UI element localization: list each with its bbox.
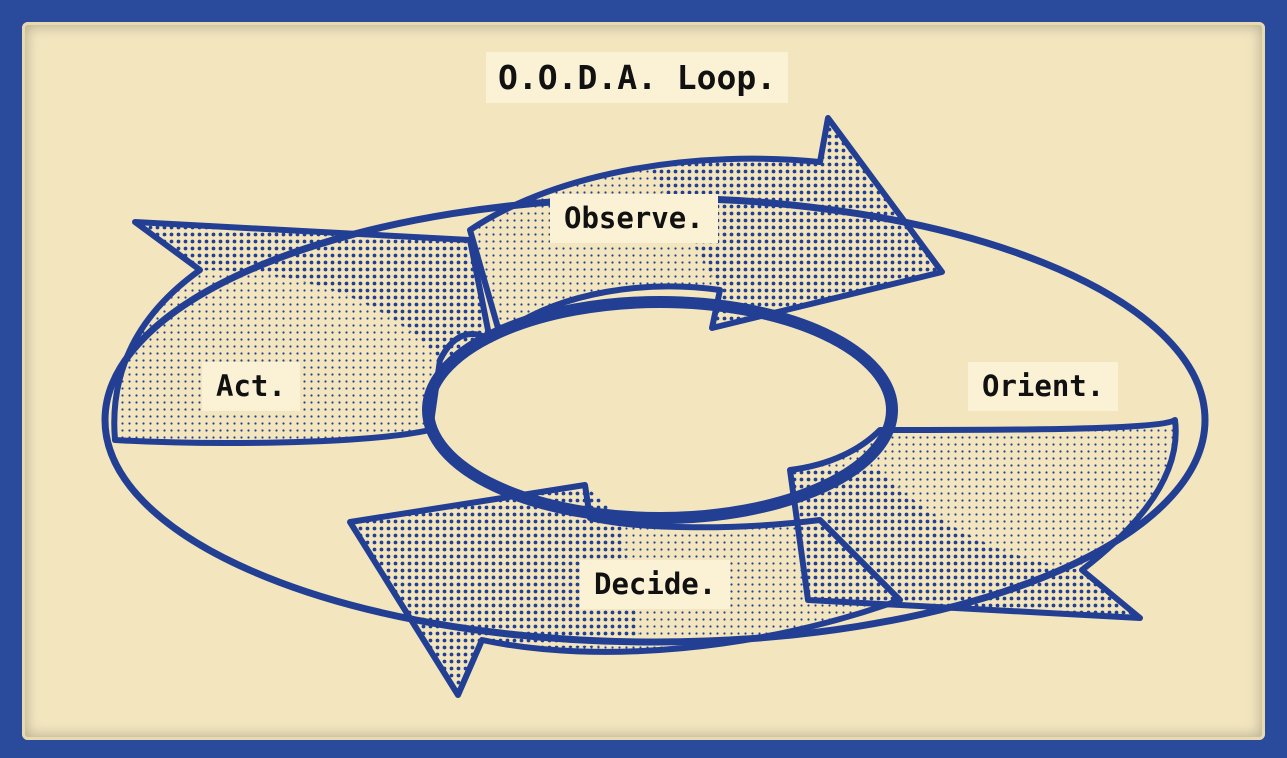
- stage-label-observe: Observe.: [550, 194, 718, 243]
- stage-label-decide: Decide.: [580, 560, 731, 609]
- diagram-title: O.O.D.A. Loop.: [486, 52, 789, 103]
- stage-label-orient: Orient.: [968, 362, 1119, 411]
- act-arrow: [111, 219, 493, 446]
- stage-label-act: Act.: [202, 362, 300, 411]
